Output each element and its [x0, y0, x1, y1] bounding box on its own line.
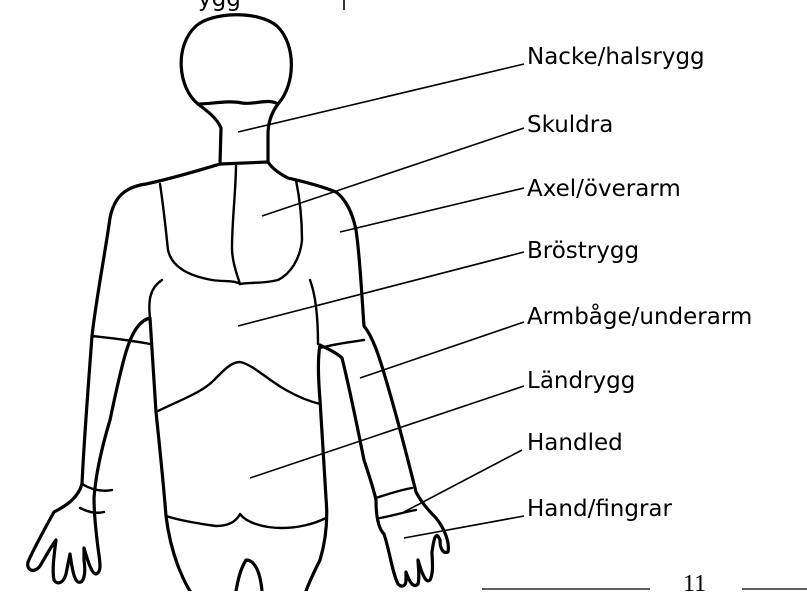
- label-armbage-underarm: Armbåge/underarm: [527, 306, 752, 329]
- left-elbow-seam: [92, 336, 150, 344]
- leader-handled: [404, 450, 522, 512]
- label-hand-fingrar: Hand/fingrar: [527, 498, 672, 521]
- header-fragment: ygg: [198, 0, 241, 11]
- body-silhouette: [28, 162, 449, 591]
- leader-brostrygg: [238, 252, 524, 326]
- right-elbow-seam: [320, 340, 364, 348]
- head-outline: [181, 15, 291, 104]
- neck-outline: [198, 102, 278, 164]
- label-brostrygg: Bröstrygg: [527, 240, 639, 263]
- left-armpit-line: [149, 280, 162, 318]
- left-chest-curve: [160, 184, 240, 284]
- lumbar-upper-seam: [156, 362, 320, 412]
- page-number: 11: [683, 572, 706, 596]
- right-wrist-band: [376, 488, 416, 518]
- hip-lower-curve: [166, 514, 326, 528]
- label-handled: Handled: [527, 432, 623, 455]
- label-skuldra: Skuldra: [527, 114, 613, 137]
- leader-armbage: [360, 322, 524, 378]
- sternum-line: [232, 164, 240, 284]
- leader-landrygg: [250, 386, 524, 478]
- leader-axel: [340, 188, 524, 232]
- label-axel-overarm: Axel/överarm: [527, 178, 681, 201]
- label-nacke-halsrygg: Nacke/halsrygg: [527, 46, 705, 69]
- right-armpit-line: [310, 280, 318, 344]
- leader-hand: [404, 516, 524, 538]
- leader-skuldra: [262, 128, 524, 216]
- label-landrygg: Ländrygg: [527, 370, 635, 393]
- right-chest-curve: [240, 180, 302, 284]
